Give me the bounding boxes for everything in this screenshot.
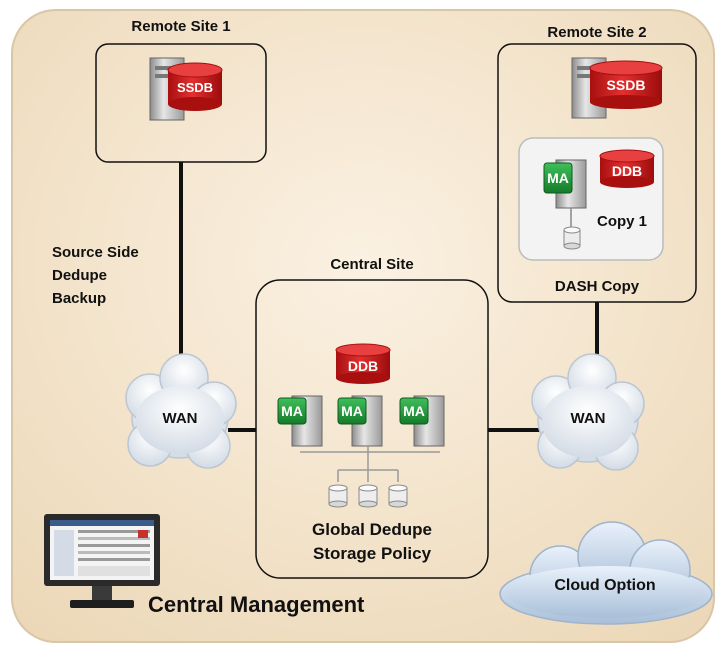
remote2-ssdb-label: SSDB <box>606 77 646 93</box>
remote2-ddb-label: DDB <box>611 163 643 179</box>
wan-right-label: WAN <box>570 410 606 427</box>
remote-site-2-title: Remote Site 2 <box>547 24 647 41</box>
remote-site-1-title: Remote Site 1 <box>131 18 231 35</box>
remote2-ssdb-icon <box>589 60 663 109</box>
central-management-label: Central Management <box>148 592 365 617</box>
monitor-icon <box>44 514 160 608</box>
remote2-disk-icon <box>563 226 581 250</box>
source-side-line-3: Backup <box>52 290 107 307</box>
copy-1-label: Copy 1 <box>597 213 648 230</box>
central-site-box <box>255 279 489 579</box>
remote2-ma-badge <box>543 162 573 194</box>
cloud-option-icon <box>499 521 713 625</box>
central-ma-label-1: MA <box>281 403 303 419</box>
remote-site-2-box <box>497 43 697 303</box>
wan-left-cloud-icon <box>125 353 237 469</box>
central-ma-label-3: MA <box>403 403 425 419</box>
remote2-ma-label: MA <box>547 170 569 186</box>
central-ma-label-2: MA <box>341 403 363 419</box>
remote1-ssdb-label: SSDB <box>176 80 214 95</box>
central-disk-icons <box>328 484 408 508</box>
source-side-line-2: Dedupe <box>52 267 108 284</box>
central-site-title: Central Site <box>330 256 414 273</box>
storage-policy-line-1: Global Dedupe <box>312 520 432 539</box>
storage-policy-line-2: Storage Policy <box>312 544 432 563</box>
wan-left-label: WAN <box>162 410 198 427</box>
remote-site-1-box <box>95 43 267 163</box>
source-side-line-1: Source Side <box>52 244 139 261</box>
remote1-server-icon <box>149 57 185 121</box>
central-ddb-label: DDB <box>347 358 379 374</box>
dash-copy-label: DASH Copy <box>554 278 640 295</box>
remote1-ssdb-icon <box>167 62 223 111</box>
central-ddb-icon <box>335 343 391 384</box>
remote2-ddb-icon <box>599 149 655 188</box>
central-connector-lines <box>300 446 440 482</box>
cloud-option-label: Cloud Option <box>554 577 656 594</box>
central-ma-badges <box>277 397 429 425</box>
wan-right-cloud-icon <box>531 353 645 471</box>
